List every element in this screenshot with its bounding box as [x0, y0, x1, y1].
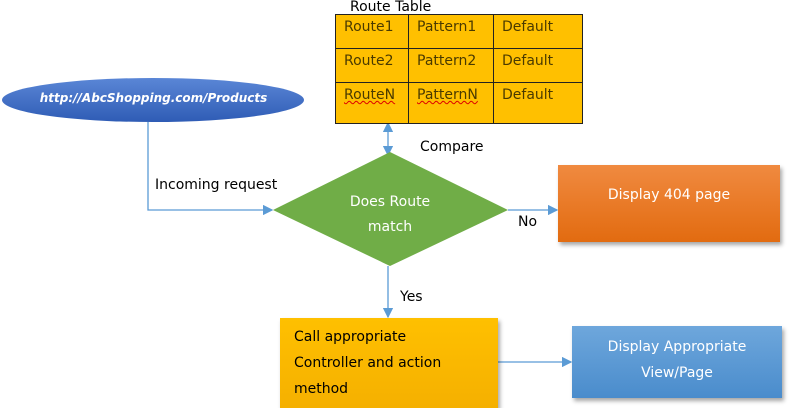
url-ellipse	[2, 78, 304, 122]
view-line: Display Appropriate	[607, 339, 747, 355]
url-text: http://AbcShopping.com/Products	[39, 91, 268, 105]
display-404-box: Display 404 page	[558, 165, 780, 242]
route-default: Default	[493, 82, 583, 124]
controller-line: Call appropriate	[294, 329, 407, 345]
route-default: Default	[493, 14, 583, 49]
display-view-box: Display Appropriate View/Page	[572, 326, 782, 398]
route-name: Route2	[335, 48, 409, 83]
route-pattern: Pattern2	[408, 48, 494, 83]
incoming-request-label: Incoming request	[155, 177, 278, 193]
yes-label: Yes	[400, 289, 423, 305]
route-pattern: Pattern1	[408, 14, 494, 49]
route-pattern: PatternN	[408, 82, 494, 124]
decision-diamond	[273, 152, 508, 266]
route-name: Route1	[335, 14, 409, 49]
route-name: RouteN	[335, 82, 409, 124]
controller-box: Call appropriate Controller and action m…	[280, 318, 498, 408]
decision-line: Does Route	[349, 194, 431, 210]
decision-line: match	[367, 219, 413, 235]
controller-line: Controller and action	[294, 355, 442, 371]
controller-line: method	[294, 381, 349, 397]
route-table-title: Route Table	[350, 0, 432, 15]
incoming-arrow	[147, 122, 274, 216]
route-default: Default	[493, 48, 583, 83]
compare-label: Compare	[420, 139, 484, 155]
view-line: View/Page	[641, 365, 713, 381]
no-label: No	[518, 214, 538, 230]
decision-text: Does Route match	[320, 190, 460, 240]
